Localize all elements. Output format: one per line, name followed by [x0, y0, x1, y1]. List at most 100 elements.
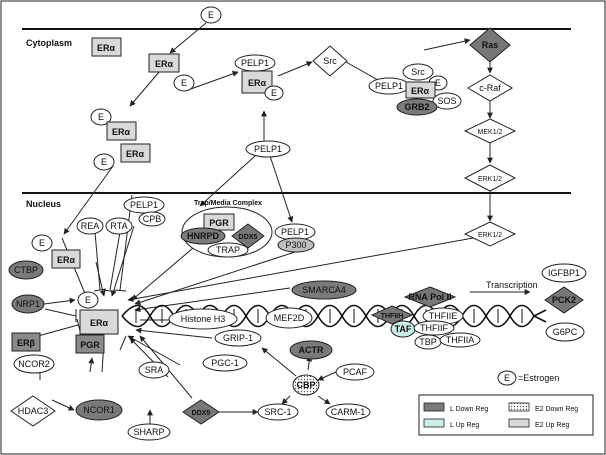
svg-text:ERα: ERα [90, 318, 109, 328]
svg-text:PELP1: PELP1 [130, 200, 158, 210]
svg-text:DDX5: DDX5 [239, 234, 258, 241]
svg-text:E: E [181, 78, 187, 88]
svg-text:HDAC3: HDAC3 [18, 406, 49, 416]
node-estrogen-nuc: E [31, 234, 53, 252]
svg-text:ERα: ERα [97, 43, 116, 53]
svg-text:ERα: ERα [57, 255, 76, 265]
node-g6pc: G6PC [545, 322, 585, 342]
svg-text:GRB2: GRB2 [404, 102, 429, 112]
svg-text:THFIIE: THFIIE [429, 311, 458, 321]
svg-text:ERα: ERα [155, 59, 174, 69]
node-craf: c-Raf [467, 74, 513, 102]
svg-text:=Estrogen: =Estrogen [518, 373, 559, 383]
svg-text:THFIIF: THFIIF [420, 323, 448, 333]
node-transcription-complex: RNA Pol II THFIIH THFIIE TAF THFIIF TBP … [370, 286, 481, 350]
estrogen-key: E =Estrogen [497, 370, 559, 386]
svg-text:E: E [208, 10, 214, 20]
svg-text:THFIIA: THFIIA [446, 335, 475, 345]
legend-swatch-e2-up [508, 418, 530, 428]
svg-text:PCAF: PCAF [343, 367, 368, 377]
node-estrogen-dimer-a: E [90, 108, 112, 126]
svg-text:E: E [504, 373, 510, 383]
node-pelp1-nuc: PELP1 [123, 196, 165, 214]
node-sra: SRA [138, 361, 170, 379]
node-era-dimer-a: ERα [106, 121, 137, 141]
node-ctbp: CTBP [8, 260, 44, 280]
node-igfbp1: IGFBP1 [541, 263, 587, 283]
svg-text:ERα: ERα [411, 86, 430, 96]
svg-text:E: E [39, 238, 45, 248]
svg-text:ACTR: ACTR [299, 345, 324, 355]
svg-text:NCOR2: NCOR2 [18, 359, 50, 369]
node-era-cyto-1: ERα [91, 37, 122, 57]
node-erb: ERβ [11, 332, 41, 352]
svg-text:c-Raf: c-Raf [479, 83, 501, 93]
svg-text:ERK1/2: ERK1/2 [478, 176, 502, 183]
node-src1: SRC-1 [257, 403, 299, 421]
svg-text:E: E [98, 112, 104, 122]
edges [37, 22, 531, 424]
svg-text:Trap/Media Complex: Trap/Media Complex [194, 200, 262, 207]
node-actr: ACTR [289, 340, 333, 360]
svg-text:E: E [435, 78, 441, 88]
label-transcription: Transcription [486, 280, 538, 290]
node-carm1: CARM-1 [325, 403, 371, 421]
node-src: Src [312, 45, 348, 77]
node-mek: MEK1/2 [463, 118, 517, 144]
svg-text:Transcription: Transcription [486, 280, 538, 290]
node-ncor1: NCOR1 [75, 399, 123, 421]
svg-text:ERα: ERα [126, 149, 145, 159]
svg-text:G6PC: G6PC [553, 327, 578, 337]
svg-text:PCK2: PCK2 [552, 295, 576, 305]
node-estrogen-era-dna: E [77, 291, 99, 309]
node-estrogen-cyto-2: E [173, 74, 195, 92]
legend-swatch-l-up [423, 418, 445, 428]
svg-text:PGC-1: PGC-1 [211, 358, 239, 368]
svg-text:E: E [85, 295, 91, 305]
node-era-cyto-2: ERα [148, 53, 180, 73]
node-rea: REA [76, 217, 104, 235]
node-rta: RTA [105, 217, 133, 235]
svg-text:IGFBP1: IGFBP1 [548, 268, 580, 278]
node-pelp1-p300: PELP1 P300 [274, 223, 316, 253]
svg-text:MEF2D: MEF2D [274, 313, 305, 323]
node-pgr-nuc: PGR [75, 334, 105, 354]
svg-text:CBP: CBP [296, 380, 315, 390]
node-pelp1-cyto: PELP1 [234, 54, 276, 72]
svg-text:SHARP: SHARP [133, 427, 164, 437]
legend: L Down Reg L Up Reg E2 Down Reg E2 Up Re… [418, 394, 594, 436]
svg-text:PGR: PGR [80, 340, 100, 350]
svg-text:CPB: CPB [143, 214, 162, 224]
node-hdac3: HDAC3 [10, 395, 56, 427]
svg-text:E: E [271, 88, 277, 98]
node-ncor2: NCOR2 [13, 354, 55, 374]
svg-text:REA: REA [81, 221, 100, 231]
svg-text:TAF: TAF [395, 324, 412, 334]
node-pck2: PCK2 [544, 286, 584, 314]
legend-swatch-l-down [423, 402, 445, 412]
legend-label-l-down: L Down Reg [450, 406, 488, 413]
svg-text:Src: Src [323, 56, 337, 66]
svg-text:SOS: SOS [437, 96, 456, 106]
node-era-pelp1: ERα [241, 70, 273, 94]
cytoplasm-label: Cytoplasm [26, 38, 72, 48]
svg-text:PELP1: PELP1 [241, 58, 269, 68]
legend-label-e2-down: E2 Down Reg [535, 406, 578, 413]
node-src-complex: Src E PELP1 ERα SOS GRB2 [368, 63, 462, 116]
svg-text:MEK1/2: MEK1/2 [478, 129, 503, 136]
svg-text:NRP1: NRP1 [16, 299, 40, 309]
node-erk-cyto: ERK1/2 [463, 164, 517, 192]
svg-text:Histone H3: Histone H3 [181, 314, 226, 324]
svg-text:Src: Src [411, 67, 425, 77]
svg-text:SRA: SRA [145, 365, 164, 375]
svg-text:P300: P300 [285, 240, 306, 250]
legend-label-e2-up: E2 Up Reg [535, 422, 569, 429]
svg-text:CTBP: CTBP [14, 265, 38, 275]
node-smarca4: SMARCA4 [291, 280, 357, 300]
node-trap-complex: Trap/Media Complex PGR HNRPD DDX5 TRAP [180, 200, 273, 258]
node-pelp1-membrane: PELP1 [245, 140, 291, 158]
node-era-dna: ERα [79, 309, 119, 335]
svg-text:THFIIH: THFIIH [381, 313, 404, 320]
